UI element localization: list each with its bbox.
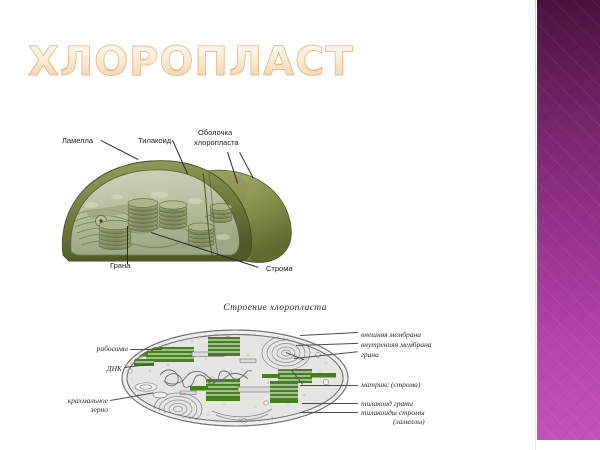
decorative-purple-band — [537, 0, 600, 440]
label-stroma: Строма — [266, 264, 293, 273]
label-matrix: матрикс (строма) — [361, 380, 421, 389]
granum-stack — [98, 220, 132, 250]
label-stroma-thylakoids-line2: (ламеллы) — [393, 417, 425, 426]
plastoglobules — [134, 382, 168, 399]
label-granum-schematic: грана — [361, 350, 379, 359]
leader-line-granum — [127, 226, 128, 264]
plastoglobule-core — [99, 219, 103, 223]
leader-line-ribosomes — [130, 349, 162, 350]
leader-line-matrix — [300, 385, 358, 386]
label-granum: Грана — [110, 261, 131, 270]
band-divider-line — [535, 0, 536, 450]
label-thylakoid: Тилакоид — [138, 136, 172, 145]
outer-membrane-edge — [121, 329, 349, 427]
dna-loop — [159, 369, 253, 388]
page-title: ХЛОРОПЛАСТ — [28, 39, 354, 85]
label-dna: ДНК — [106, 364, 122, 373]
lamella-sheet — [85, 203, 141, 219]
label-lamella: Ламелла — [62, 136, 94, 145]
leader-line-granum-thylakoid — [302, 403, 358, 404]
granum — [270, 381, 298, 403]
granum-stack — [187, 222, 215, 248]
chloroplast-schematic-svg — [121, 329, 349, 427]
label-starch-line2: зерно — [90, 405, 108, 414]
label-granum-thylakoid: тилакоид граны — [361, 399, 413, 408]
granum — [190, 379, 275, 401]
label-outer-membrane: внешняя мембрана — [361, 330, 421, 339]
envelope-cut-seam-2 — [208, 172, 220, 262]
granum — [134, 359, 154, 366]
chloroplast-schematic — [120, 325, 350, 435]
label-envelope-line2: хлоропласта — [194, 138, 239, 147]
granum-stack — [158, 200, 188, 230]
inner-membrane-edge — [126, 334, 344, 422]
label-envelope-line1: Оболочка — [198, 128, 233, 137]
granum-stacks — [98, 198, 233, 250]
chloroplast-3d-illustration — [55, 155, 305, 270]
granum — [208, 337, 240, 356]
stroma-texture — [84, 191, 230, 240]
label-ribosomes: рибосомы — [96, 344, 128, 353]
granum-stack — [127, 198, 159, 232]
figure-bottom-title: Строение хлоропласта — [223, 303, 327, 313]
envelope-inner-edge — [70, 169, 240, 256]
label-stroma-thylakoids-line1: тилакоиды стромы — [361, 408, 425, 417]
label-inner-membrane: внутренняя мембрана — [361, 340, 432, 349]
chloroplast-3d-svg — [61, 160, 292, 263]
decorative-band-texture — [537, 0, 600, 440]
thylakoid-system — [74, 191, 233, 250]
schematic-interior — [125, 334, 336, 423]
granum-stack — [209, 203, 233, 223]
label-starch-line1: крахмальное — [67, 396, 108, 405]
leader-line-stroma-thylakoids — [300, 412, 358, 413]
lamella-arcs — [211, 408, 273, 421]
